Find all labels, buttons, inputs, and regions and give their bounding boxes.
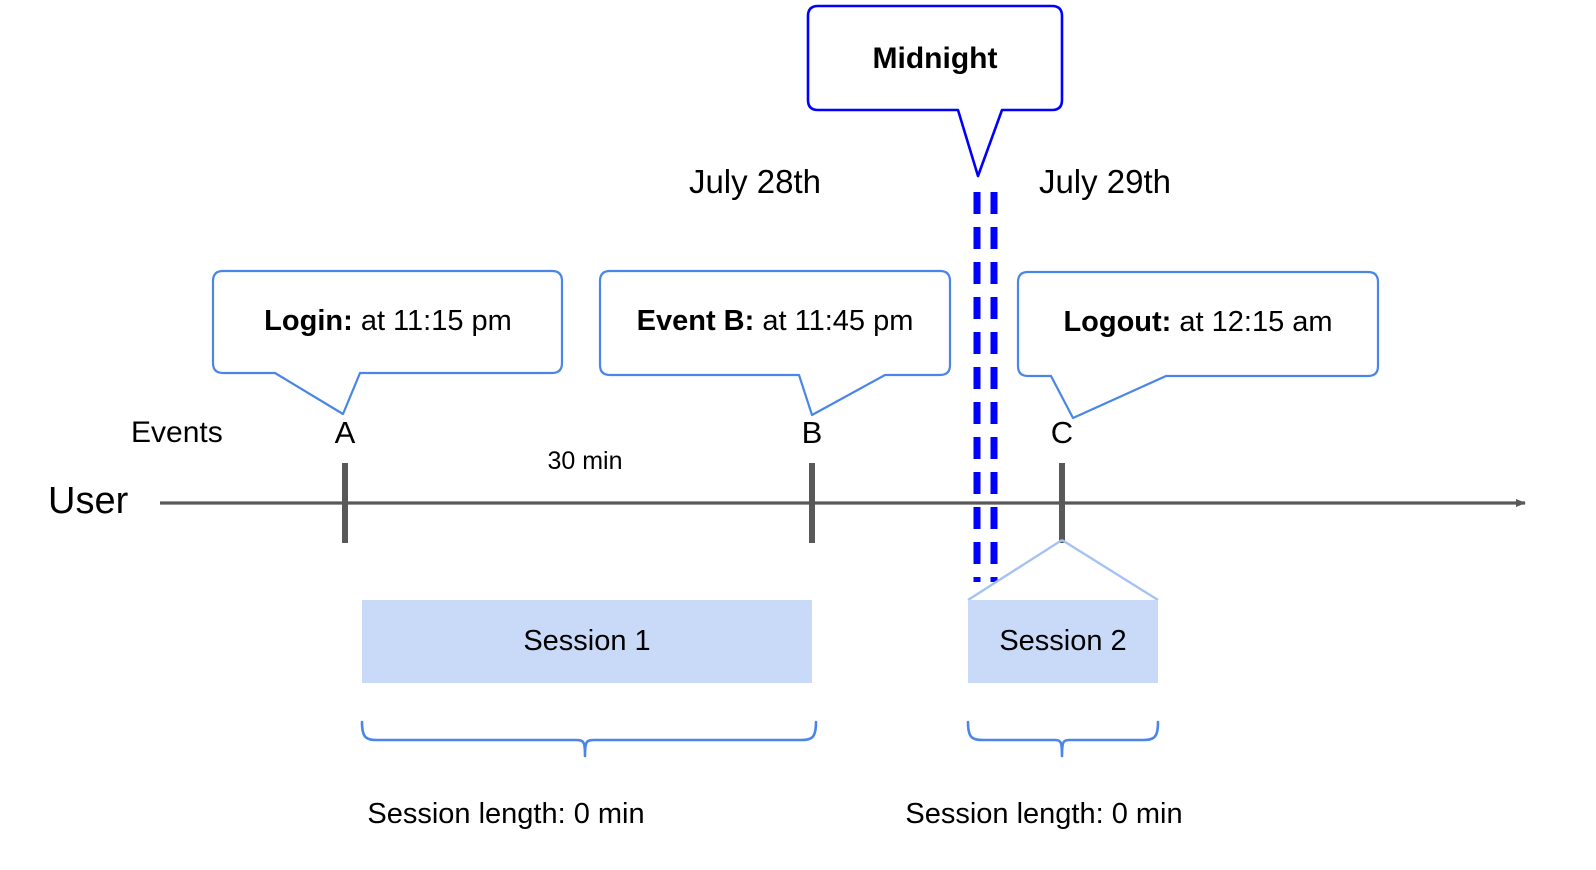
midnight-callout-shape: [806, 4, 1064, 178]
event-marker-label-b: B: [801, 415, 823, 450]
callout-label-eventb: Event B: at 11:45 pm: [637, 307, 914, 336]
brace-session-2: [966, 720, 1160, 758]
callout-eventb-rest: at 11:45 pm: [754, 305, 914, 337]
session2-connector: [967, 538, 1159, 602]
callout-shape-eventb: [598, 269, 952, 417]
session-label-1: Session 1: [523, 625, 651, 657]
callout-label-logout: Logout: at 12:15 am: [1063, 308, 1332, 337]
session-bar-1: [362, 600, 812, 683]
callout-login-rest: at 11:15 pm: [352, 305, 512, 337]
callout-login-bold: Login:: [264, 305, 353, 337]
callout-shape-logout: [1016, 270, 1380, 420]
callout-eventb-bold: Event B:: [636, 305, 755, 337]
callout-shape-login: [211, 269, 564, 416]
date-label-july-29: July 29th: [1038, 163, 1172, 200]
midnight-dashed-lines: [973, 192, 998, 582]
event-marker-label-a: A: [334, 415, 356, 450]
session-length-label-1: Session length: 0 min: [367, 798, 645, 830]
user-axis-label: User: [48, 480, 129, 522]
event-marker-label-c: C: [1050, 415, 1074, 450]
callout-logout-bold: Logout:: [1063, 306, 1172, 338]
callout-logout-rest: at 12:15 am: [1171, 306, 1333, 338]
date-label-july-28: July 28th: [688, 163, 822, 200]
session-bar-2: [968, 600, 1158, 683]
events-row-label: Events: [131, 416, 223, 449]
brace-session-1: [360, 720, 818, 758]
session-length-label-2: Session length: 0 min: [905, 798, 1183, 830]
session-label-2: Session 2: [999, 625, 1127, 657]
midnight-callout-label: Midnight: [872, 42, 998, 75]
interval-label-30min: 30 min: [547, 447, 623, 475]
callout-label-login: Login: at 11:15 pm: [264, 307, 512, 336]
